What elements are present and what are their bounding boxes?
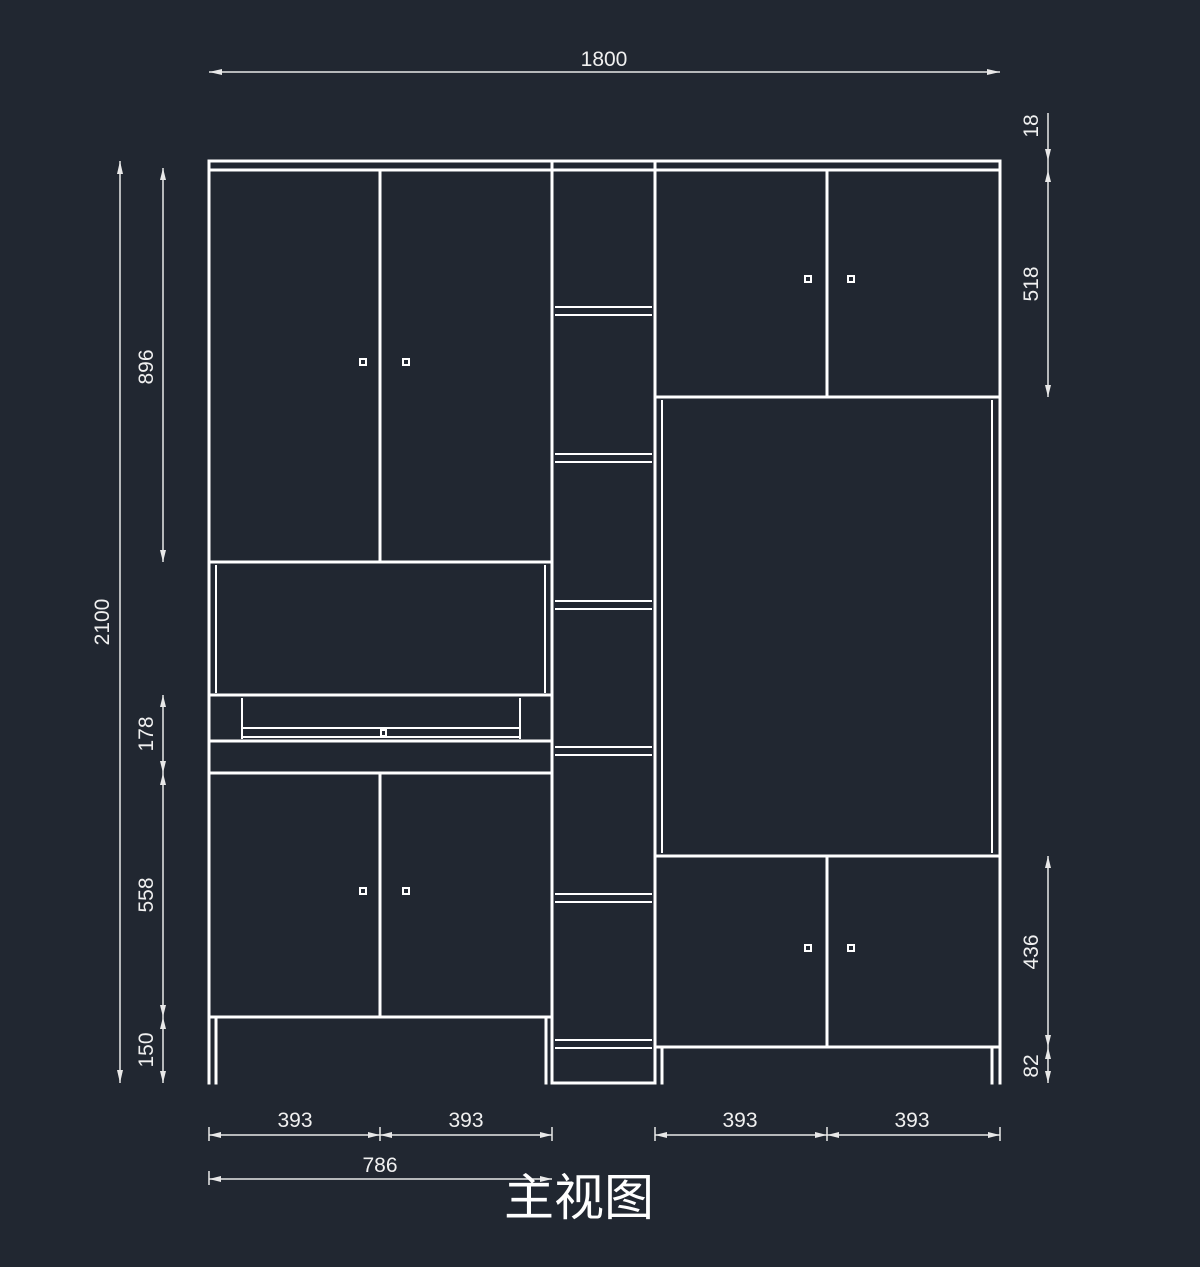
knob-icon [402,887,410,895]
right-tv-opening [653,395,1002,858]
knob-icon [847,275,855,283]
dim-door-width-4: 393 [894,1109,929,1132]
cabinet-body [207,159,1002,1085]
dim-overall-width: 1800 [581,48,628,71]
dim-door-width-2: 393 [448,1109,483,1132]
knob-icon [804,275,812,283]
dim-left-cabinet-width: 786 [362,1154,397,1177]
shelves [555,306,652,1049]
left-open-niche [207,560,554,697]
knob-icon [359,358,367,366]
dim-door-width-3: 393 [722,1109,757,1132]
dim-left-upper-height: 896 [135,349,158,384]
dim-right-lower-height: 436 [1020,934,1043,969]
knob-icon [847,944,855,952]
dim-left-lower-height: 558 [135,877,158,912]
dim-right-leg-height: 82 [1020,1054,1043,1077]
knob-icon [402,358,410,366]
drawing-title: 主视图 [504,1169,654,1227]
dim-left-drawer-height: 178 [135,716,158,751]
knob-icon [359,887,367,895]
top-board [207,159,1002,172]
dim-door-width-1: 393 [277,1109,312,1132]
dim-right-top-thickness: 18 [1020,114,1043,137]
dimension-lines [117,69,1051,1185]
desk-rail [207,739,554,775]
drawer-knob-icon [380,729,387,737]
knob-icon [804,944,812,952]
dim-left-leg-height: 150 [135,1032,158,1067]
dim-overall-height: 2100 [91,599,114,646]
dim-right-upper-height: 518 [1020,266,1043,301]
